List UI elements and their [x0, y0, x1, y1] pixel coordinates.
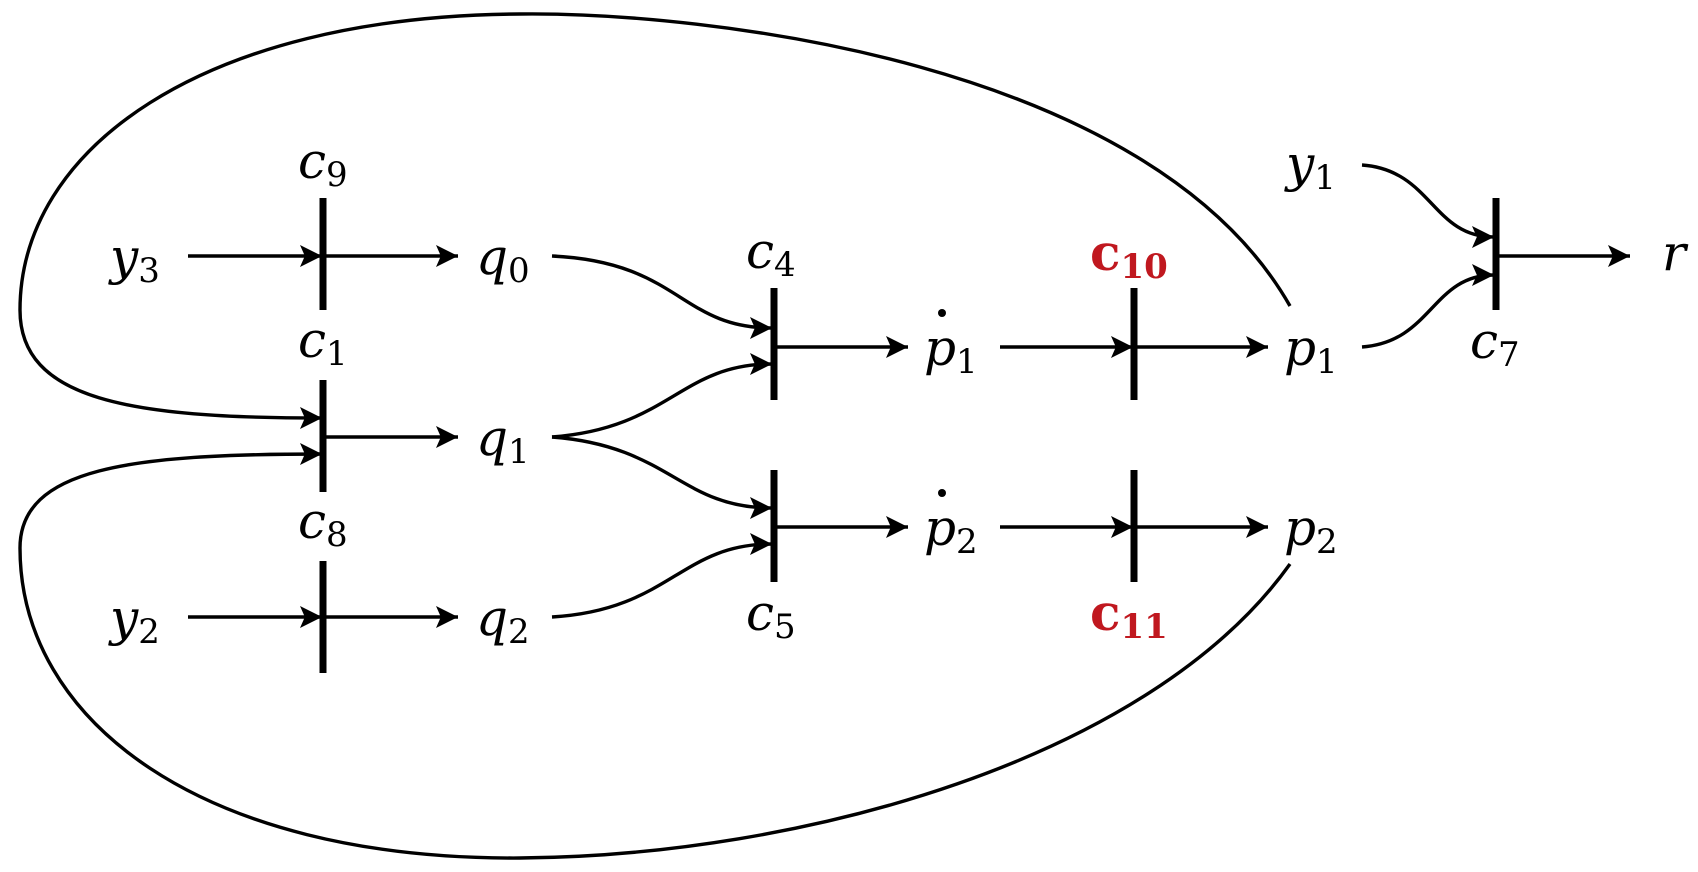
place-y3: y3 — [108, 228, 160, 291]
edge-q2-c5 — [551, 533, 773, 619]
transition-label-c7: c7 — [1470, 312, 1520, 375]
edge-q1-c5 — [551, 435, 773, 519]
transition-label-c4: c4 — [746, 222, 796, 285]
edge-q0-c4 — [551, 254, 773, 339]
edge-p1-c7 — [1361, 264, 1495, 349]
edge-y1-c7 — [1361, 163, 1495, 248]
transition-label-c9: c9 — [298, 132, 348, 195]
place-y2: y2 — [108, 589, 160, 652]
derivative-dot-icon — [938, 489, 946, 497]
place-y1: y1 — [1284, 135, 1336, 198]
place-pdot1: p1 — [924, 319, 978, 382]
transition-label-c5: c5 — [746, 584, 796, 647]
place-p1: p1 — [1284, 319, 1338, 382]
place-q2: q2 — [476, 589, 530, 652]
edge-p2-c1-loop — [18, 443, 1292, 860]
place-pdot2: p2 — [924, 499, 978, 562]
transition-label-c10: c10 — [1090, 223, 1168, 287]
place-q1: q1 — [476, 409, 530, 472]
place-p2: p2 — [1284, 499, 1338, 562]
place-r: r — [1662, 224, 1689, 282]
transition-label-c8: c8 — [298, 492, 348, 555]
transition-label-c1: c1 — [298, 311, 348, 374]
edge-q1-c4 — [551, 353, 773, 439]
place-q0: q0 — [476, 228, 530, 291]
transition-label-c11: c11 — [1090, 583, 1168, 647]
edge-p1-c1-loop — [18, 12, 1292, 429]
derivative-dot-icon — [938, 309, 946, 317]
